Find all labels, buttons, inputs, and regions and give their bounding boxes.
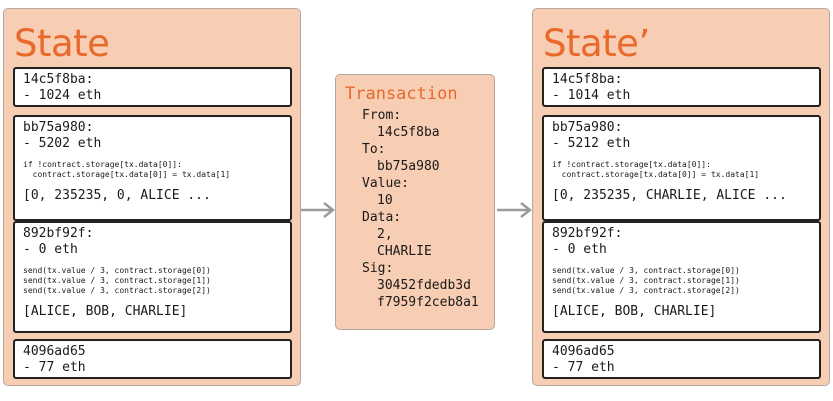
tx-sig-label: Sig: (362, 261, 394, 276)
transaction-fields: From: 14c5f8ba To: bb75a980 Value: 10 Da… (362, 107, 479, 311)
account-balance: - 0 eth (23, 242, 78, 257)
arrow-right-icon (497, 202, 532, 218)
contract-code: send(tx.value / 3, contract.storage[0]) … (552, 266, 740, 295)
tx-to-label: To: (362, 142, 386, 157)
state-before-panel: State 14c5f8ba: - 1024 eth bb75a980: - 5… (3, 8, 301, 386)
account-balance: - 5212 eth (552, 136, 631, 151)
tx-data-label: Data: (362, 210, 402, 225)
tx-to-value: bb75a980 (377, 159, 440, 174)
tx-data-value-1: 2, (377, 227, 393, 242)
account-balance: - 77 eth (23, 360, 86, 375)
account-box-14c5f8ba: 14c5f8ba: - 1024 eth (13, 67, 292, 107)
account-box-4096ad65: 4096ad65 - 77 eth (542, 339, 821, 379)
account-address: 892bf92f: (23, 226, 94, 241)
account-balance: - 77 eth (552, 360, 615, 375)
account-address: 14c5f8ba: (23, 72, 94, 87)
account-box-4096ad65: 4096ad65 - 77 eth (13, 339, 292, 379)
state-after-title: State’ (543, 22, 650, 65)
transaction-title: Transaction (345, 84, 458, 104)
account-box-bb75a980: bb75a980: - 5212 eth if !contract.storag… (542, 115, 821, 221)
state-after-panel: State’ 14c5f8ba: - 1014 eth bb75a980: - … (532, 8, 830, 386)
account-balance: - 1014 eth (552, 88, 631, 103)
contract-storage: [ALICE, BOB, CHARLIE] (552, 304, 717, 319)
arrow-right-icon (301, 202, 335, 218)
contract-storage: [0, 235235, 0, ALICE ... (23, 188, 211, 203)
contract-code: if !contract.storage[tx.data[0]]: contra… (552, 160, 760, 179)
account-address: 14c5f8ba: (552, 72, 623, 87)
account-balance: - 0 eth (552, 242, 607, 257)
account-address: bb75a980: (23, 120, 94, 135)
account-address: 4096ad65 (23, 344, 86, 359)
contract-code: send(tx.value / 3, contract.storage[0]) … (23, 266, 211, 295)
account-box-bb75a980: bb75a980: - 5202 eth if !contract.storag… (13, 115, 292, 221)
tx-value-value: 10 (377, 193, 393, 208)
tx-sig-value-1: 30452fdedb3d (377, 278, 471, 293)
account-address: bb75a980: (552, 120, 623, 135)
tx-data-value-2: CHARLIE (377, 244, 432, 259)
contract-storage: [0, 235235, CHARLIE, ALICE ... (552, 188, 787, 203)
transaction-panel: Transaction From: 14c5f8ba To: bb75a980 … (335, 74, 495, 330)
account-box-892bf92f: 892bf92f: - 0 eth send(tx.value / 3, con… (13, 221, 292, 333)
account-box-14c5f8ba: 14c5f8ba: - 1014 eth (542, 67, 821, 107)
account-address: 892bf92f: (552, 226, 623, 241)
account-balance: - 5202 eth (23, 136, 102, 151)
state-before-title: State (14, 22, 110, 65)
tx-from-label: From: (362, 108, 402, 123)
account-address: 4096ad65 (552, 344, 615, 359)
contract-code: if !contract.storage[tx.data[0]]: contra… (23, 160, 231, 179)
tx-from-value: 14c5f8ba (377, 125, 440, 140)
tx-sig-value-2: f7959f2ceb8a1 (377, 295, 479, 310)
account-balance: - 1024 eth (23, 88, 102, 103)
contract-storage: [ALICE, BOB, CHARLIE] (23, 304, 188, 319)
account-box-892bf92f: 892bf92f: - 0 eth send(tx.value / 3, con… (542, 221, 821, 333)
tx-value-label: Value: (362, 176, 409, 191)
